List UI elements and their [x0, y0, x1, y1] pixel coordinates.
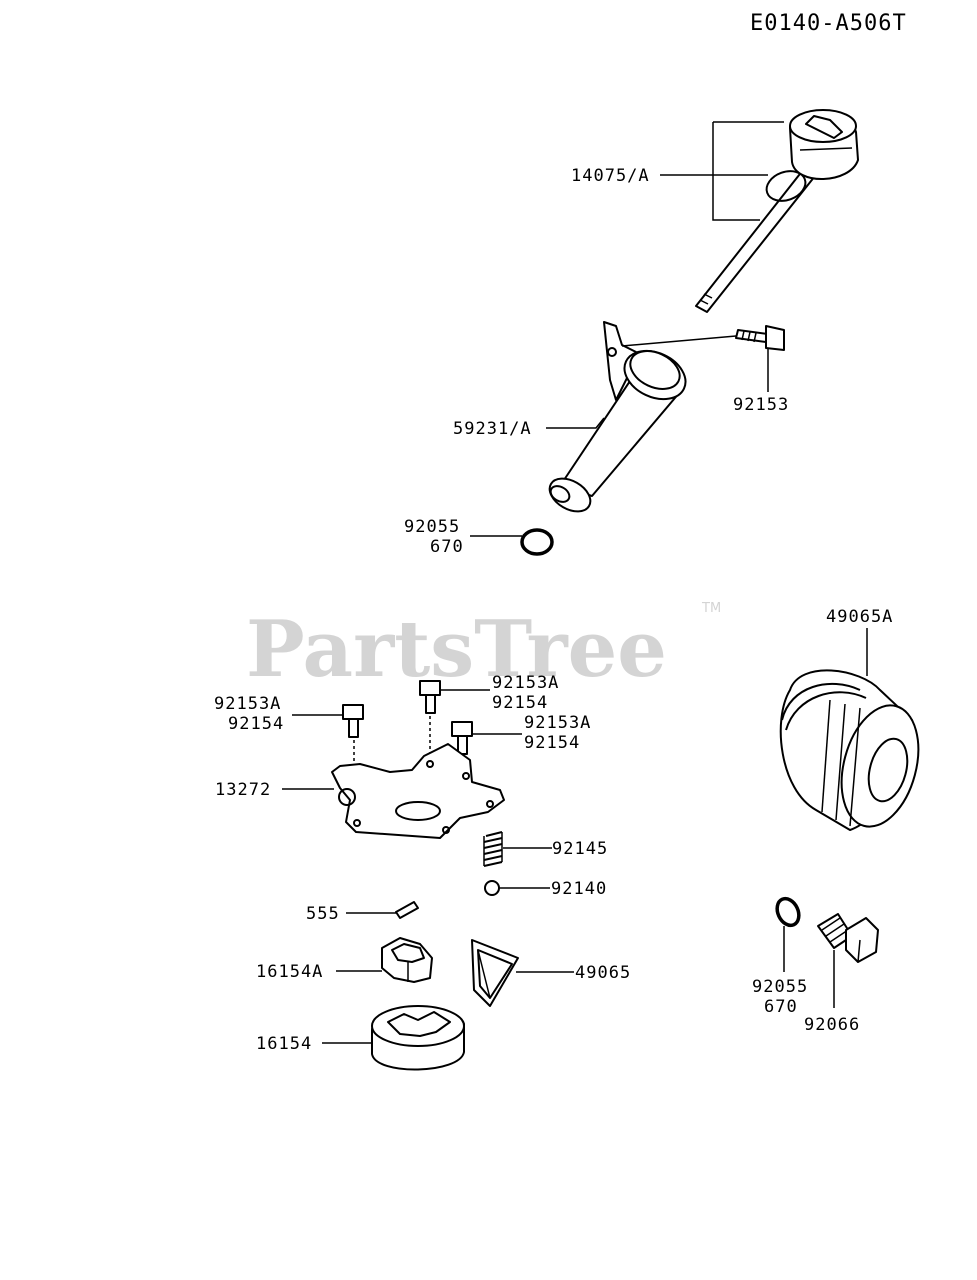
callout-screen: 49065 [575, 963, 631, 983]
watermark-logo: PartsTree TM [246, 601, 721, 695]
diagram-code: E0140-A506T [750, 11, 907, 36]
callout-tube: 59231/A [453, 419, 532, 439]
part-plug-oring[interactable] [773, 895, 803, 929]
callout-bolt-left-1: 92153A [214, 694, 281, 714]
part-relief-ball[interactable] [484, 880, 500, 896]
callout-bolt-right-2: 92154 [524, 733, 580, 753]
part-drain-plug[interactable] [817, 913, 879, 963]
callout-inner-rotor: 16154A [256, 962, 323, 982]
callout-bolt-left-2: 92154 [228, 714, 284, 734]
part-relief-spring[interactable] [483, 831, 503, 867]
callout-bolt-mid-1: 92153A [492, 673, 559, 693]
part-pump-cover[interactable] [331, 743, 505, 839]
part-tube-bolt[interactable] [735, 325, 785, 351]
callout-ball: 92140 [551, 879, 607, 899]
watermark-text: PartsTree [246, 604, 667, 695]
callout-plug-oring-1: 92055 [752, 977, 808, 997]
part-pin[interactable] [395, 901, 419, 919]
callout-pin: 555 [306, 904, 340, 924]
part-dipstick[interactable] [695, 109, 859, 313]
callout-outer-rotor: 16154 [256, 1034, 312, 1054]
part-cover-bolt-left[interactable] [342, 704, 364, 738]
part-tube-oring[interactable] [520, 528, 554, 556]
callout-spring: 92145 [552, 839, 608, 859]
callout-cover: 13272 [215, 780, 271, 800]
callout-plug-oring-2: 670 [764, 997, 798, 1017]
callout-filter: 49065A [826, 607, 893, 627]
callout-tube-oring-1: 92055 [404, 517, 460, 537]
part-inner-rotor[interactable] [381, 937, 433, 983]
part-oil-fill-tube[interactable] [544, 321, 693, 518]
watermark-tm: TM [701, 601, 721, 616]
callout-bolt-top: 92153 [733, 395, 789, 415]
part-outer-rotor[interactable] [371, 1005, 465, 1071]
part-oil-filter[interactable] [779, 669, 931, 835]
callout-bolt-right-1: 92153A [524, 713, 591, 733]
callout-tube-oring-2: 670 [430, 537, 464, 557]
callout-dipstick: 14075/A [571, 166, 650, 186]
callout-bolt-mid-2: 92154 [492, 693, 548, 713]
callout-drain-plug: 92066 [804, 1015, 860, 1035]
part-cover-bolt-mid[interactable] [419, 680, 441, 714]
part-oil-screen[interactable] [471, 939, 519, 1007]
